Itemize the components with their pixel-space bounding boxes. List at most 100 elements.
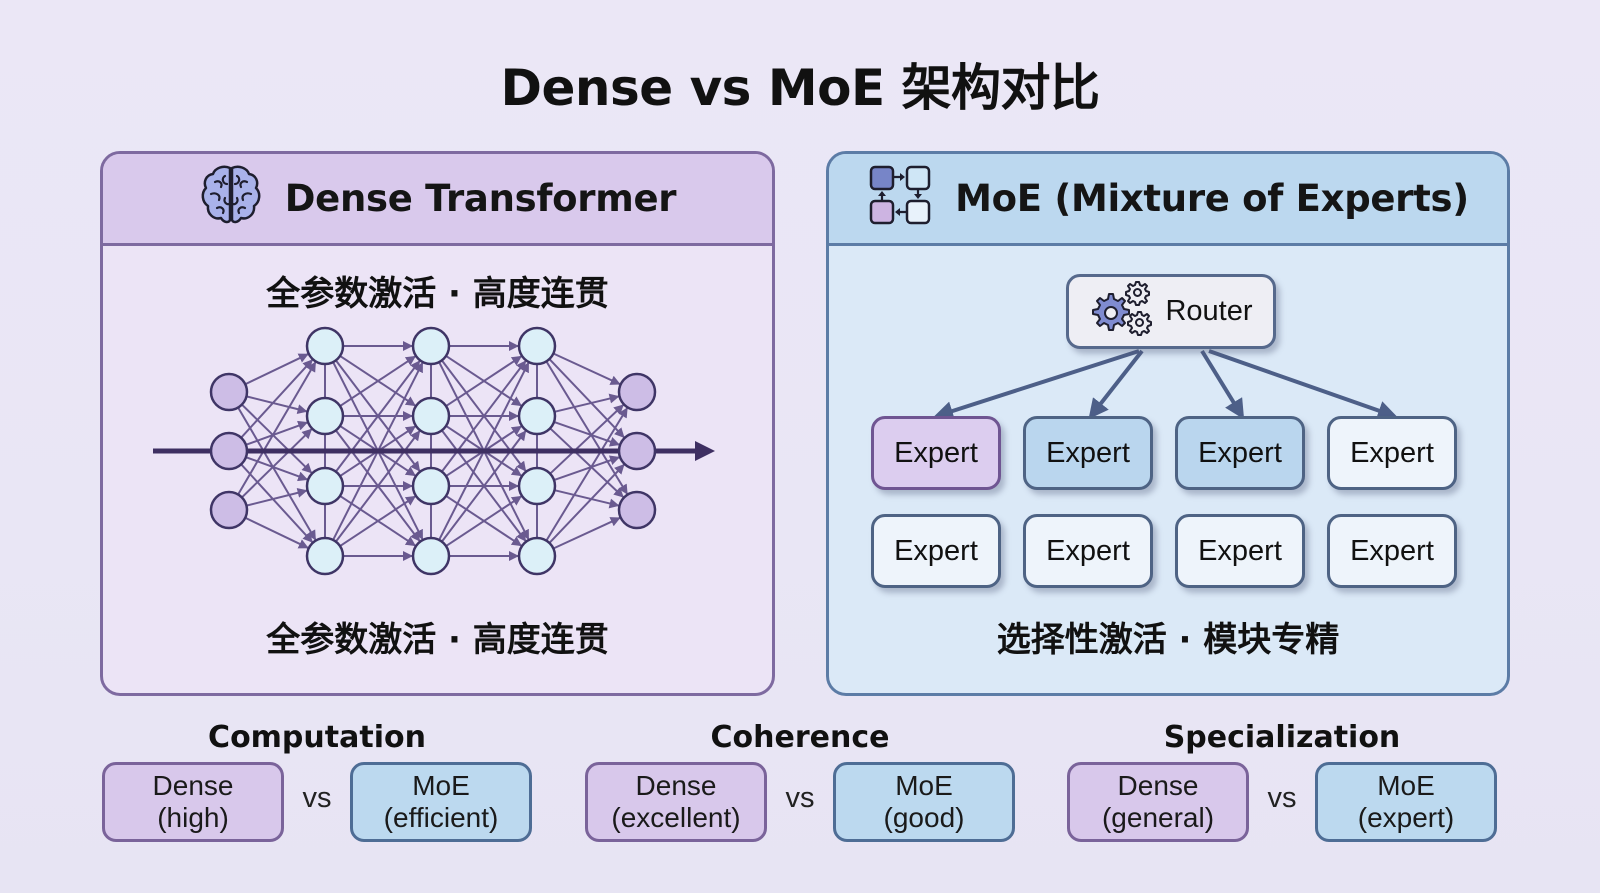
hidden-node [517,466,557,506]
output-node [617,431,657,471]
moe-rating: (good) [883,802,965,833]
dense-label: Dense [635,770,717,801]
network-edge [245,420,309,446]
network-edge [549,404,624,475]
dense-caption-top: 全参数激活 · 高度连贯 [266,274,609,314]
hidden-node [517,396,557,436]
moe-panel-header: MoE (Mixture of Experts) [829,154,1507,246]
network-edge [245,456,309,482]
network-edge [339,355,416,407]
expert-8: Expert [1327,514,1457,588]
network-edge [244,353,309,386]
network-edge [549,427,624,498]
network-edge [339,495,416,547]
network-edge [240,463,313,543]
comparison-title: Computation [208,720,426,755]
input-node [209,431,249,471]
input-node [209,372,249,412]
router-arrow-2 [1088,349,1144,420]
network-edge [552,352,621,385]
modules-flow-icon [867,161,933,236]
expert-4: Expert [1327,416,1457,490]
router-arrow-3 [1200,349,1245,420]
moe-rating: (efficient) [383,802,499,833]
output-node [617,490,657,530]
vs-label: vs [302,782,332,814]
hidden-node [411,396,451,436]
network-edge [548,464,625,544]
network-edge [241,428,313,499]
dense-label: Dense [152,770,234,801]
router-arrow-1 [933,349,1140,421]
network-edge [553,455,621,481]
hidden-node [305,536,345,576]
gears-icon [1089,280,1153,344]
comparison-computation: Computation Dense (high) vs MoE (efficie… [102,720,532,846]
moe-caption: 选择性激活 · 模块专精 [996,620,1340,660]
expert-1: Expert [871,416,1001,490]
expert-3: Expert [1175,416,1305,490]
dense-label: Dense [1117,770,1199,801]
comparison-specialization: Specialization Dense (general) vs MoE (e… [1067,720,1497,846]
network-edge [244,516,309,549]
dense-rating-box: Dense (high) [102,762,284,842]
hidden-node [305,326,345,366]
network-edge [246,395,308,415]
dense-panel-header: Dense Transformer [103,154,772,246]
input-node [209,490,249,530]
expert-6: Expert [1023,514,1153,588]
dense-panel-title: Dense Transformer [284,177,677,220]
hidden-node [305,396,345,436]
vs-label: vs [785,782,815,814]
expert-7: Expert [1175,514,1305,588]
dense-rating: (high) [157,802,229,833]
moe-panel: MoE (Mixture of Experts) [826,151,1510,696]
moe-label: MoE [1377,770,1435,801]
moe-label: MoE [895,770,953,801]
moe-rating: (expert) [1357,802,1455,833]
page-title: Dense vs MoE 架构对比 [500,59,1100,117]
hidden-node [411,536,451,576]
dense-rating: (excellent) [611,802,741,833]
network-edge [237,361,317,495]
dense-rating: (general) [1101,802,1215,833]
moe-panel-title: MoE (Mixture of Experts) [955,177,1469,220]
router-arrow-4 [1208,349,1398,421]
expert-5: Expert [871,514,1001,588]
router-label: Router [1165,295,1253,327]
hidden-node [411,326,451,366]
dense-rating-box: Dense (excellent) [585,762,767,842]
hidden-node [517,536,557,576]
network-edge [554,489,620,509]
network-edge [241,403,313,474]
hidden-node [305,466,345,506]
hidden-node [517,326,557,366]
network-edge [548,358,625,438]
comparison-coherence: Coherence Dense (excellent) vs MoE (good… [585,720,1015,846]
network-edge [545,407,628,542]
brain-icon [199,162,263,235]
dense-rating-box: Dense (general) [1067,762,1249,842]
hidden-node [411,466,451,506]
comparison-title: Coherence [710,720,890,755]
moe-rating-box: MoE (expert) [1315,762,1497,842]
moe-rating-box: MoE (efficient) [350,762,532,842]
network-edge [554,393,620,413]
expert-2: Expert [1023,416,1153,490]
moe-rating-box: MoE (good) [833,762,1015,842]
vs-label: vs [1267,782,1297,814]
network-edge [445,355,522,407]
comparison-title: Specialization [1163,720,1401,755]
dense-transformer-panel: Dense Transformer 全参数激活 · 高度连贯 全参数激活 · 高… [100,151,775,696]
network-edge [240,359,313,439]
network-edge [237,407,317,541]
dense-caption-bottom: 全参数激活 · 高度连贯 [266,620,609,660]
dense-network-diagram [153,326,715,576]
network-edge [545,360,628,495]
output-node [617,372,657,412]
network-edge [445,495,522,547]
network-edge [552,517,621,550]
moe-label: MoE [412,770,470,801]
network-edge [246,487,308,507]
router-node: Router [1066,274,1276,349]
